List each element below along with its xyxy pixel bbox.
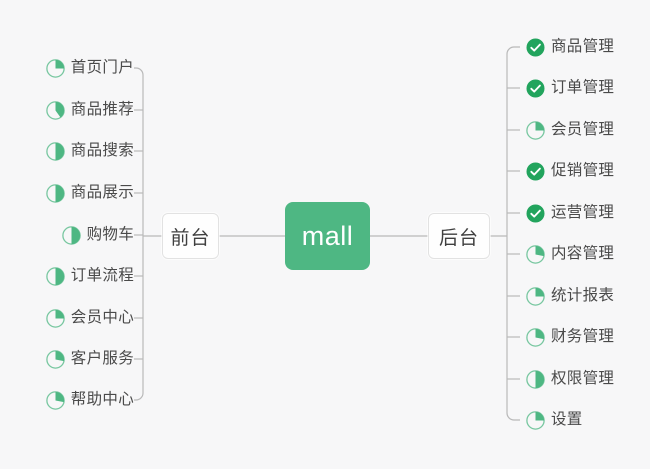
pie-progress-icon [46, 100, 65, 120]
leaf-node-frontend-4[interactable]: 购物车 [61, 222, 134, 248]
pie-progress-icon [46, 266, 65, 286]
leaf-node-frontend-3[interactable]: 商品展示 [46, 180, 134, 206]
leaf-node-backend-9[interactable]: 设置 [526, 407, 583, 433]
leaf-node-label: 权限管理 [551, 370, 615, 388]
leaf-node-label: 首页门户 [70, 59, 134, 77]
leaf-node-backend-7[interactable]: 财务管理 [526, 324, 614, 350]
leaf-node-label: 商品推荐 [70, 101, 134, 119]
connector-path [134, 67, 144, 401]
pie-progress-icon [526, 244, 545, 264]
leaf-node-frontend-5[interactable]: 订单流程 [46, 263, 134, 289]
branch-node-frontend-label: 前台 [170, 227, 211, 249]
leaf-node-frontend-6[interactable]: 会员中心 [46, 305, 134, 331]
leaf-node-label: 帮助中心 [70, 391, 134, 409]
check-circle-icon [526, 162, 545, 181]
pie-progress-icon [46, 349, 65, 369]
pie-progress-icon [526, 286, 545, 306]
leaf-node-label: 促销管理 [551, 162, 615, 180]
leaf-node-backend-3[interactable]: 促销管理 [526, 158, 614, 184]
leaf-node-label: 商品搜索 [70, 142, 134, 160]
leaf-node-frontend-8[interactable]: 帮助中心 [46, 387, 134, 413]
leaf-node-frontend-2[interactable]: 商品搜索 [46, 138, 134, 164]
check-circle-icon [526, 79, 545, 98]
pie-progress-icon [46, 141, 65, 161]
leaf-node-label: 订单管理 [551, 79, 615, 97]
root-node-mall[interactable]: mall [285, 202, 370, 270]
leaf-node-backend-0[interactable]: 商品管理 [526, 34, 614, 60]
leaf-node-backend-6[interactable]: 统计报表 [526, 283, 614, 309]
leaf-node-label: 商品展示 [70, 184, 134, 202]
pie-progress-icon [46, 58, 65, 78]
leaf-node-backend-5[interactable]: 内容管理 [526, 241, 614, 267]
leaf-node-label: 商品管理 [551, 38, 615, 56]
leaf-node-label: 统计报表 [551, 287, 615, 305]
leaf-node-backend-2[interactable]: 会员管理 [526, 117, 614, 143]
leaf-node-label: 设置 [551, 411, 583, 429]
leaf-node-backend-4[interactable]: 运营管理 [526, 200, 614, 226]
branch-node-backend[interactable]: 后台 [428, 213, 490, 259]
leaf-node-label: 财务管理 [551, 328, 615, 346]
pie-progress-icon [526, 369, 545, 389]
connector-path [506, 46, 520, 421]
leaf-node-label: 客户服务 [70, 350, 134, 368]
pie-progress-icon [46, 390, 65, 410]
branch-node-frontend[interactable]: 前台 [162, 213, 219, 259]
check-circle-icon [526, 38, 545, 57]
leaf-node-label: 运营管理 [551, 204, 615, 222]
pie-progress-icon [46, 183, 65, 203]
leaf-node-label: 购物车 [86, 226, 134, 244]
root-node-label: mall [301, 220, 354, 251]
pie-progress-icon [526, 327, 545, 347]
leaf-node-label: 会员管理 [551, 121, 615, 139]
branch-node-backend-label: 后台 [438, 227, 479, 249]
pie-progress-icon [46, 308, 65, 328]
pie-progress-icon [526, 120, 545, 140]
leaf-node-frontend-7[interactable]: 客户服务 [46, 346, 134, 372]
leaf-node-frontend-0[interactable]: 首页门户 [46, 55, 134, 81]
check-circle-icon [526, 204, 545, 223]
leaf-node-frontend-1[interactable]: 商品推荐 [46, 97, 134, 123]
leaf-node-label: 会员中心 [70, 309, 134, 327]
leaf-node-backend-1[interactable]: 订单管理 [526, 75, 614, 101]
pie-progress-icon [526, 410, 545, 430]
leaf-node-backend-8[interactable]: 权限管理 [526, 366, 614, 392]
leaf-node-label: 订单流程 [70, 267, 134, 285]
pie-progress-icon [61, 225, 81, 245]
leaf-node-label: 内容管理 [551, 245, 615, 263]
